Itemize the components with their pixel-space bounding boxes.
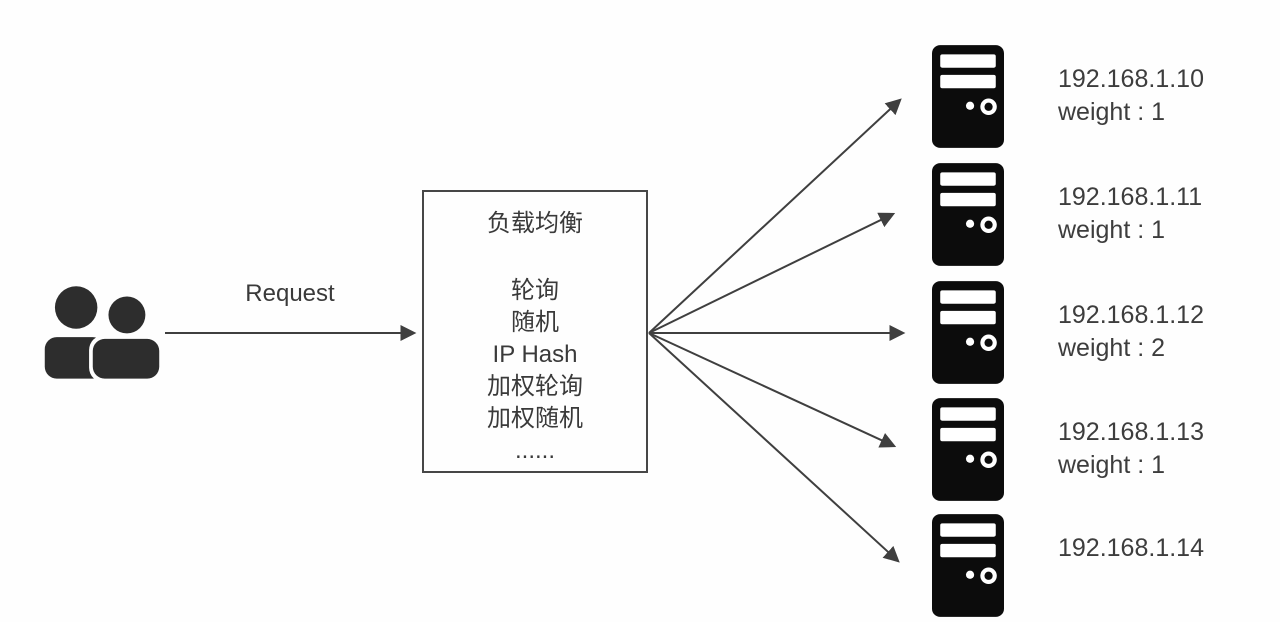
server-label: 192.168.1.10 weight : 1 [1058, 63, 1280, 129]
server-ip: 192.168.1.14 [1058, 534, 1204, 562]
algorithm-list: 轮询 随机 IP Hash 加权轮询 加权随机 ...... [424, 275, 646, 467]
fan-arrow-server-5 [648, 332, 900, 563]
fan-arrow-server-1 [648, 98, 902, 334]
server-ip: 192.168.1.12 [1058, 301, 1204, 329]
load-balancer-title: 负载均衡 [487, 210, 583, 237]
server-icon [932, 163, 1004, 266]
server-ip: 192.168.1.11 [1058, 183, 1203, 211]
users-icon [42, 278, 163, 386]
server-ip: 192.168.1.13 [1058, 418, 1204, 446]
server-label: 192.168.1.13 weight : 1 [1058, 416, 1280, 482]
server-weight: weight : 1 [1058, 451, 1166, 479]
load-balancer-box: 负载均衡 轮询 随机 IP Hash 加权轮询 加权随机 ...... [422, 190, 648, 473]
algorithm-item-ip-hash: IP Hash [492, 341, 578, 368]
request-label: Request [245, 280, 335, 307]
server-icon [932, 45, 1004, 148]
server-weight: weight : 1 [1058, 98, 1166, 126]
algorithm-item-ellipsis: ...... [514, 437, 555, 464]
algorithm-item-weighted-random: 加权随机 [487, 405, 583, 432]
algorithm-item-random: 随机 [511, 309, 559, 336]
server-weight: weight : 2 [1058, 334, 1166, 362]
server-label: 192.168.1.11 weight : 1 [1058, 181, 1280, 247]
algorithm-item-round-robin: 轮询 [511, 277, 559, 304]
server-label: 192.168.1.12 weight : 2 [1058, 299, 1280, 365]
server-icon [932, 398, 1004, 501]
server-icon [932, 281, 1004, 384]
fan-arrow-server-2 [648, 212, 896, 334]
algorithm-item-weighted-round-robin: 加权轮询 [487, 373, 583, 400]
server-weight: weight : 1 [1058, 216, 1166, 244]
fan-arrow-server-4 [648, 332, 897, 448]
server-label: 192.168.1.14 [1058, 532, 1280, 565]
server-ip: 192.168.1.10 [1058, 65, 1204, 93]
